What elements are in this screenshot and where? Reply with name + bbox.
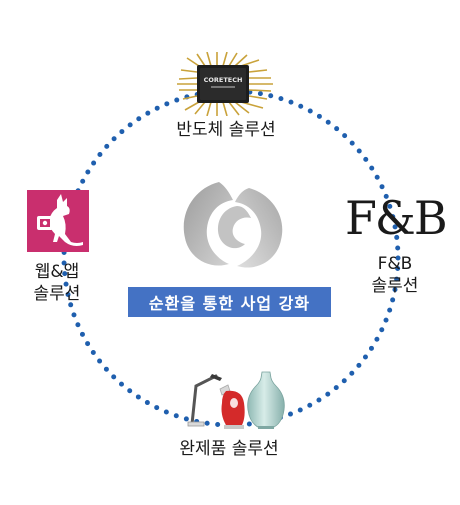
fnb-label-line1: F&B — [377, 254, 413, 274]
chip-icon: CORETECH — [177, 52, 273, 116]
center-swirl-logo — [183, 182, 283, 268]
web-app-label-line2: 솔루션 — [33, 284, 81, 304]
kangaroo-app-icon — [27, 190, 89, 252]
desk-lamp-icon — [187, 374, 222, 427]
web-app-label: 웹&앱 솔루션 — [12, 261, 102, 305]
fnb-label-line2: 솔루션 — [371, 276, 419, 296]
red-steamer-icon — [219, 384, 245, 429]
fnb-label: F&B 솔루션 — [350, 253, 440, 297]
celadon-vase-icon — [247, 371, 285, 429]
chip-marking: CORETECH — [204, 76, 243, 84]
center-banner: 순환을 통한 사업 강화 — [128, 287, 331, 317]
web-app-label-line1: 웹&앱 — [34, 262, 80, 282]
fnb-logo: F&B — [345, 191, 448, 245]
semiconductor-label: 반도체 솔루션 — [176, 120, 276, 140]
finished-goods-label: 완제품 솔루션 — [179, 439, 279, 459]
